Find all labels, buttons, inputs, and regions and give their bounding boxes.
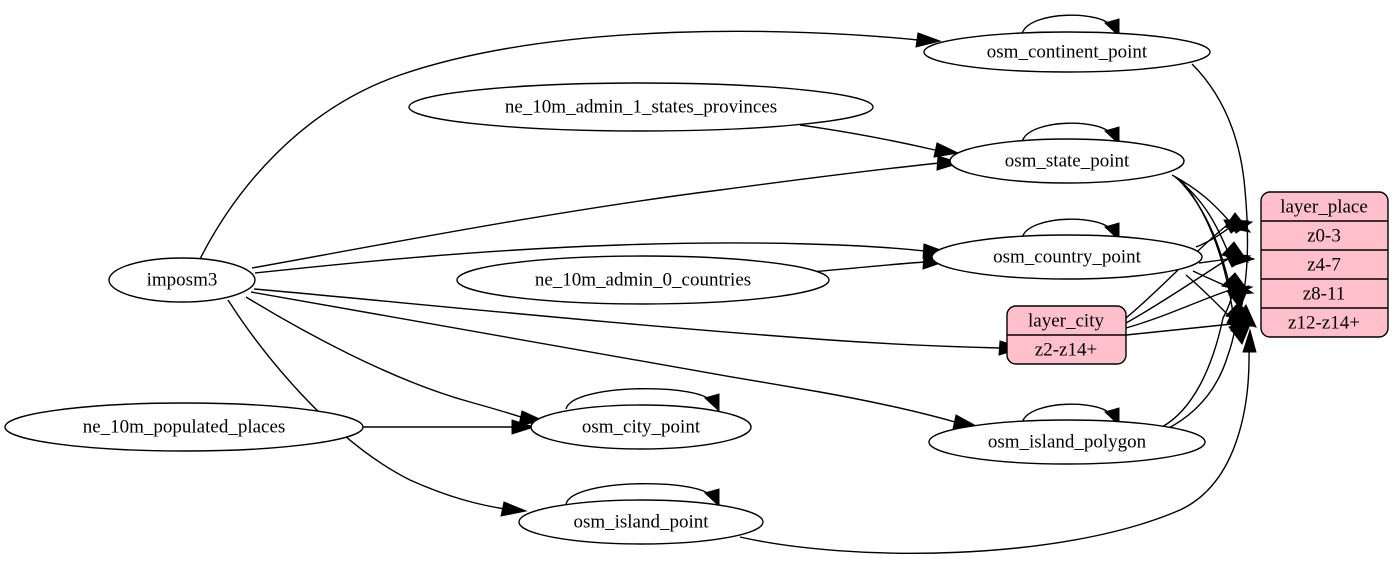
edge-layer xyxy=(199,14,1257,554)
node-osm_island_polygon[interactable]: osm_island_polygon xyxy=(928,419,1206,465)
self-loop-osm_city_point xyxy=(565,388,713,410)
record-row-title: layer_city xyxy=(1028,310,1104,331)
node-ne_10m_admin_1_states_provinces[interactable]: ne_10m_admin_1_states_provinces xyxy=(408,82,874,132)
node-shape-ellipse[interactable] xyxy=(931,234,1203,280)
arrowhead-icon xyxy=(915,32,942,48)
node-osm_island_point[interactable]: osm_island_point xyxy=(518,499,764,545)
arrowhead-icon xyxy=(1226,285,1250,309)
node-shape-ellipse[interactable] xyxy=(530,404,752,450)
arrowhead-icon xyxy=(1228,321,1252,345)
arrowhead-icon xyxy=(704,488,720,508)
node-shape-ellipse[interactable] xyxy=(4,402,364,452)
arrowhead-icon xyxy=(704,393,720,413)
edge-ne_10m_admin_1_states_provinces-to-osm_state_point xyxy=(799,124,936,151)
edge-imposm3-to-layer_city xyxy=(253,288,1001,349)
node-shape-ellipse[interactable] xyxy=(923,31,1211,73)
edge-osm_island_polygon-to-layer_place-z8 xyxy=(1161,290,1234,428)
node-osm_country_point[interactable]: osm_country_point xyxy=(931,234,1203,280)
edge-imposm3-to-osm_island_point xyxy=(227,299,506,510)
edge-imposm3-to-osm_continent_point xyxy=(199,30,919,260)
edge-osm_island_point-to-layer_place-z12 xyxy=(739,349,1250,554)
edge-layer_city-to-layer_place-z0 xyxy=(1125,225,1227,319)
record-node-layer_city[interactable]: layer_city z2-z14+ xyxy=(1006,305,1127,365)
node-ne_10m_populated_places[interactable]: ne_10m_populated_places xyxy=(4,402,364,452)
edge-osm_state_point-to-layer_place-z0 xyxy=(1171,174,1231,223)
edge-imposm3-to-osm_island_polygon xyxy=(250,291,956,423)
arrowhead-icon xyxy=(1104,126,1120,146)
arrowhead-icon xyxy=(1224,252,1252,268)
node-shape-ellipse[interactable] xyxy=(108,257,256,303)
node-shape-ellipse[interactable] xyxy=(928,419,1206,465)
node-shape-ellipse[interactable] xyxy=(456,255,830,305)
record-row-title: layer_place xyxy=(1280,196,1368,217)
record-background[interactable] xyxy=(1260,191,1389,338)
node-label: ne_10m_admin_0_countries xyxy=(535,269,751,290)
edge-imposm3-to-osm_country_point xyxy=(254,242,926,274)
edge-osm_state_point-to-layer_place-z8 xyxy=(1177,178,1230,284)
node-ne_10m_admin_0_countries[interactable]: ne_10m_admin_0_countries xyxy=(456,255,830,305)
node-osm_state_point[interactable]: osm_state_point xyxy=(949,138,1185,184)
arrowhead-icon xyxy=(1104,18,1120,38)
record-row-z0-3[interactable]: z0-3 xyxy=(1307,225,1341,246)
node-label: imposm3 xyxy=(147,269,218,290)
arrowhead-icon xyxy=(500,501,528,517)
node-label: ne_10m_populated_places xyxy=(83,416,286,437)
node-shape-ellipse[interactable] xyxy=(518,499,764,545)
edge-imposm3-to-osm_city_point xyxy=(245,296,525,419)
record-row-z2-z14[interactable]: z2-z14+ xyxy=(1035,339,1097,360)
edge-osm_island_polygon-to-layer_place-z12 xyxy=(1164,327,1236,431)
node-label: osm_continent_point xyxy=(987,41,1148,62)
edge-ne_10m_admin_0_countries-to-osm_country_point xyxy=(811,261,926,273)
node-osm_city_point[interactable]: osm_city_point xyxy=(530,404,752,450)
record-row-z12-z14[interactable]: z12-z14+ xyxy=(1288,312,1360,333)
record-node-layer_place[interactable]: layer_place z0-3 z4-7 z8-11 z12-z14+ xyxy=(1260,191,1389,338)
edge-layer_city-to-layer_place-z12 xyxy=(1125,323,1233,336)
edge-imposm3-to-osm_state_point xyxy=(251,162,941,269)
node-label: ne_10m_admin_1_states_provinces xyxy=(505,96,777,117)
edge-layer_city-to-layer_place-z4 xyxy=(1125,258,1229,324)
node-label: osm_island_polygon xyxy=(988,431,1147,452)
node-label: osm_city_point xyxy=(582,416,701,437)
node-imposm3[interactable]: imposm3 xyxy=(108,257,256,303)
record-row-z8-11[interactable]: z8-11 xyxy=(1303,283,1346,304)
arrowhead-icon xyxy=(511,419,536,435)
edge-osm_state_point-to-layer_place-z4 xyxy=(1174,176,1229,253)
record-node-layer: layer_place z0-3 z4-7 z8-11 z12-z14+ lay… xyxy=(1006,191,1389,365)
edge-osm_country_point-to-layer_place-z8 xyxy=(1192,270,1232,289)
node-osm_continent_point[interactable]: osm_continent_point xyxy=(923,31,1211,73)
self-loop-osm_island_point xyxy=(565,483,713,505)
node-label: osm_state_point xyxy=(1005,150,1130,171)
node-shape-ellipse[interactable] xyxy=(408,82,874,132)
node-label: osm_country_point xyxy=(993,246,1141,267)
arrowhead-icon xyxy=(1242,328,1257,353)
arrowhead-icon xyxy=(1223,219,1250,234)
self-loop-osm_continent_point xyxy=(1021,14,1113,35)
edge-layer_city-to-layer_place-z8 xyxy=(1125,289,1231,329)
record-row-z4-7[interactable]: z4-7 xyxy=(1307,254,1341,275)
node-label: osm_island_point xyxy=(573,511,709,532)
node-layer: imposm3 ne_10m_admin_1_states_provinces … xyxy=(4,31,1211,545)
arrowhead-icon xyxy=(933,142,960,158)
arrowhead-icon xyxy=(936,155,962,171)
node-shape-ellipse[interactable] xyxy=(949,138,1185,184)
